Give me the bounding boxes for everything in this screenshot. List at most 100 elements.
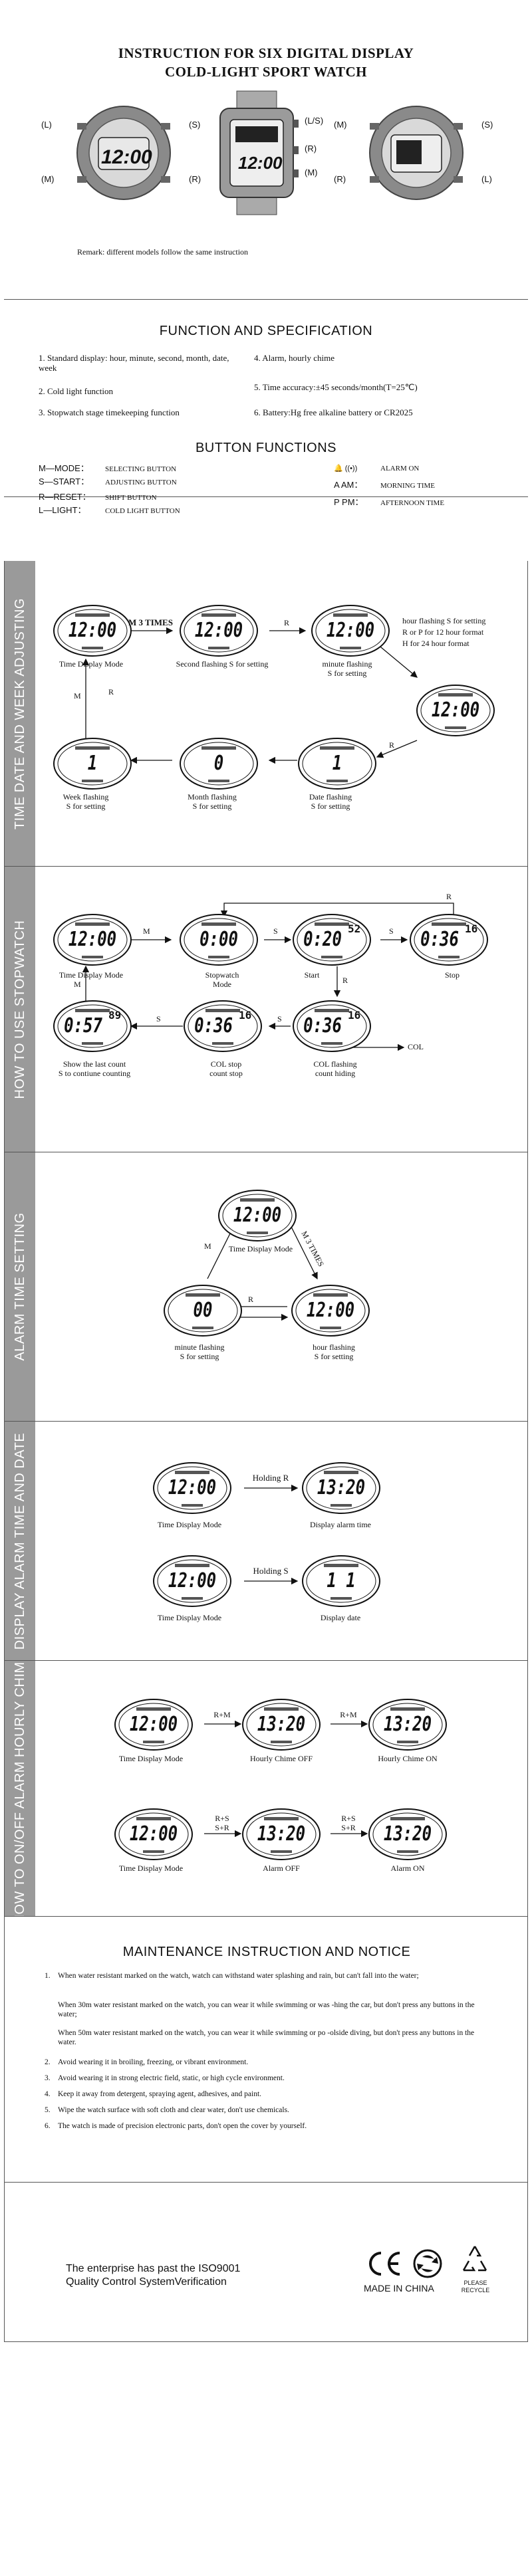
lcd-digits: 12:00 bbox=[129, 1713, 178, 1736]
maint-item-6: 6.The watch is made of precision electro… bbox=[45, 2121, 483, 2131]
label-r: R bbox=[284, 618, 290, 627]
func-num: 5. bbox=[254, 382, 261, 392]
lcd-face bbox=[368, 1808, 447, 1860]
time-adjust-section: TIME DATE AND WEEK ADJUSTING 12:00 12:00… bbox=[4, 561, 528, 867]
watch1-label-l: (L) bbox=[41, 120, 52, 130]
lcd-digits: 12:00 bbox=[306, 1299, 355, 1322]
func-item-2: 2. Cold light function bbox=[39, 386, 113, 396]
lcd-chime-time-1: 12:00 bbox=[114, 1698, 194, 1751]
buttons-title: BUTTON FUNCTIONS bbox=[195, 441, 337, 455]
maint-text: When 30m water resistant marked on the w… bbox=[58, 2001, 475, 2018]
lcd-face bbox=[53, 914, 132, 966]
display-alarm-section: DISPLAY ALARM TIME AND DATE 12:00 13:20 … bbox=[4, 1422, 528, 1661]
lcd-time-display: 12:00 bbox=[53, 604, 132, 657]
watch1-label-s: (S) bbox=[189, 120, 201, 130]
label-alarm-on: Alarm ON bbox=[390, 1864, 425, 1873]
lcd-date-flashing: 1 bbox=[297, 737, 377, 790]
side-label: HOW TO USE STOPWATCH bbox=[5, 867, 35, 1152]
maint-item-1c: When 50m water resistant marked on the w… bbox=[58, 2028, 483, 2047]
watch3-label-m: (M) bbox=[334, 120, 347, 130]
lcd-digits: 0 bbox=[213, 752, 224, 775]
func-num: 4. bbox=[254, 353, 261, 363]
watch2-label-ls: (L/S) bbox=[305, 116, 324, 126]
function-section: FUNCTION AND SPECIFICATION 1. Standard d… bbox=[4, 299, 528, 497]
func-item-4: 4. Alarm, hourly chime bbox=[254, 353, 334, 363]
label-time-display: Time Display Mode bbox=[228, 1244, 293, 1253]
lcd-face bbox=[153, 1555, 231, 1607]
lcd-digits: 13:20 bbox=[257, 1822, 306, 1846]
button-desc: ADJUSTING BUTTON bbox=[105, 479, 177, 486]
maint-num: 1. bbox=[45, 1972, 51, 1980]
lcd-chime-time-2: 12:00 bbox=[114, 1808, 194, 1861]
lcd-digits: 00 bbox=[193, 1299, 213, 1322]
lcd-face bbox=[302, 1555, 380, 1607]
lcd-face bbox=[114, 1699, 193, 1751]
func-item-3: 3. Stopwatch stage timekeeping function bbox=[39, 407, 180, 417]
lcd-week-flashing: 1 bbox=[53, 737, 132, 790]
function-title: FUNCTION AND SPECIFICATION bbox=[159, 324, 373, 338]
lcd-minute-flashing: 12:00 bbox=[311, 604, 390, 657]
button-desc: SELECTING BUTTON bbox=[105, 465, 177, 473]
label-alarm-off: Alarm OFF bbox=[263, 1864, 300, 1873]
watch2-label-r: (R) bbox=[305, 144, 317, 154]
lcd-small-digits: 52 bbox=[348, 922, 361, 935]
label-r: R bbox=[342, 976, 348, 985]
lcd-digits: 12:00 bbox=[233, 1204, 282, 1227]
lcd-digits: 12:00 bbox=[431, 698, 480, 722]
lcd-face bbox=[242, 1699, 321, 1751]
ce-mark-icon bbox=[369, 2252, 400, 2276]
button-key: L—LIGHT： bbox=[39, 505, 86, 515]
maint-item-1: 1.When water resistant marked on the wat… bbox=[45, 1971, 483, 1981]
button-row: L—LIGHT： COLD LIGHT BUTTON bbox=[39, 505, 265, 516]
button-row: S—START：ADJUSTING BUTTON bbox=[39, 477, 265, 488]
maint-item-1b: When 30m water resistant marked on the w… bbox=[58, 2000, 483, 2019]
label-second-flash: Second flashing S for setting bbox=[176, 659, 269, 669]
watch-illustration-round-2 bbox=[369, 106, 464, 200]
label-r: R bbox=[446, 892, 452, 901]
label-time-display: Time Display Mode bbox=[157, 1520, 222, 1529]
lcd-hour-flashing: 12:00 bbox=[416, 684, 495, 737]
button-desc: COLD LIGHT BUTTON bbox=[105, 507, 180, 515]
lcd-face bbox=[368, 1699, 447, 1751]
side-label: TIME DATE AND WEEK ADJUSTING bbox=[5, 561, 35, 866]
chime-section: HOW TO ON/OFF ALARM HOURLY CHIME 12:00 1… bbox=[4, 1661, 528, 1917]
chime-flow-arrows bbox=[204, 1720, 368, 1838]
label-stop: Stop bbox=[444, 970, 460, 980]
label-chime-off: Hourly Chime OFF bbox=[249, 1754, 313, 1763]
button-desc: AFTERNOON TIME bbox=[380, 499, 445, 507]
lcd-face bbox=[153, 1462, 231, 1514]
button-desc: SHIFT BUTTON bbox=[105, 494, 157, 502]
lcd-digits: 0:57 bbox=[64, 1014, 102, 1037]
lcd-digits: 12:00 bbox=[326, 619, 375, 642]
func-text: Cold light function bbox=[47, 386, 113, 396]
watch-illustration-square bbox=[219, 90, 299, 215]
label-start: Start bbox=[304, 970, 320, 980]
button-row: M—MODE：SELECTING BUTTON bbox=[39, 463, 265, 475]
buttons-block: R—RESET： SHIFT BUTTON L—LIGHT： COLD LIGHT … bbox=[4, 465, 528, 562]
maint-text: When 50m water resistant marked on the w… bbox=[58, 2029, 475, 2046]
lcd-face bbox=[53, 1000, 132, 1052]
lcd-alarm-minute: 00 bbox=[163, 1284, 243, 1337]
lcd-digits: 12:00 bbox=[168, 1476, 217, 1499]
button-key: R—RESET： bbox=[39, 492, 91, 502]
lcd-sw-time: 12:00 bbox=[53, 913, 132, 966]
stopwatch-flow-arrows bbox=[82, 903, 454, 1051]
lcd-digits: 13:20 bbox=[383, 1713, 432, 1736]
maint-num: 6. bbox=[45, 2122, 51, 2130]
